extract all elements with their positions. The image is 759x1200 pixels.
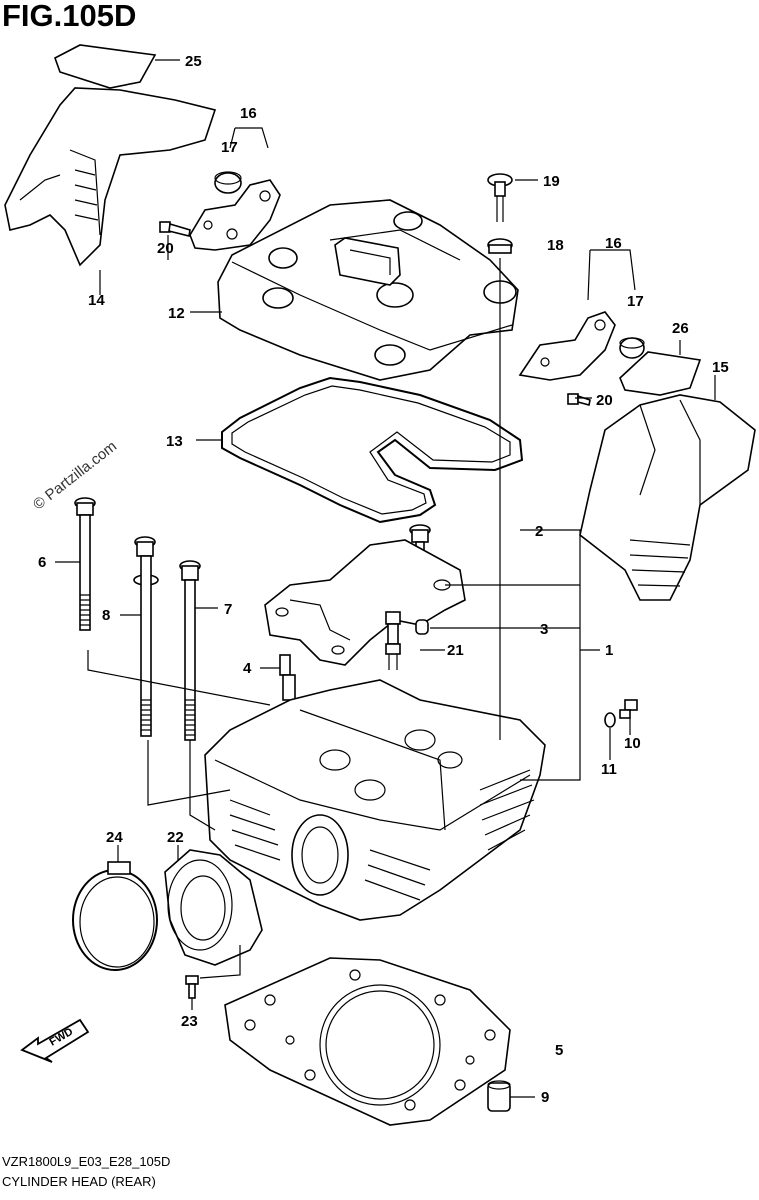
callout-20-left: 20 xyxy=(157,240,174,257)
callout-labels: 25 14 16 17 20 12 13 19 18 16 17 26 15 2… xyxy=(38,53,729,1106)
callout-15: 15 xyxy=(712,359,729,376)
callout-20-right: 20 xyxy=(596,392,613,409)
callout-23: 23 xyxy=(181,1013,198,1030)
part-25-seal-sheet[interactable] xyxy=(54,44,157,89)
callout-8: 8 xyxy=(102,607,110,624)
figure-caption: CYLINDER HEAD (REAR) xyxy=(2,1174,156,1189)
part-9-dowel-pin[interactable] xyxy=(487,1080,511,1112)
part-17-grommet-left[interactable] xyxy=(214,171,242,194)
part-8-bolt[interactable] xyxy=(133,536,159,737)
part-10-bolt[interactable] xyxy=(619,699,638,719)
callout-17-left: 17 xyxy=(221,139,238,156)
cylinder-head-upper-plate xyxy=(264,539,466,666)
callout-25: 25 xyxy=(185,53,202,70)
part-22-intake-pipe[interactable] xyxy=(164,849,263,966)
part-23-screw[interactable] xyxy=(185,975,199,999)
part-4-stud[interactable] xyxy=(279,654,296,701)
callout-4: 4 xyxy=(243,660,252,677)
callout-5: 5 xyxy=(555,1042,563,1059)
part-16-bracket-left[interactable] xyxy=(189,179,281,251)
part-5-cylinder-head-gasket[interactable] xyxy=(224,957,511,1126)
callout-17-right: 17 xyxy=(627,293,644,310)
callout-19: 19 xyxy=(543,173,560,190)
cylinder-head-body xyxy=(204,679,546,921)
part-15-cover[interactable] xyxy=(579,394,756,601)
callout-7: 7 xyxy=(224,601,232,618)
leader-lines xyxy=(55,59,716,1098)
part-24-clamp[interactable] xyxy=(72,861,158,971)
part-6-bolt[interactable] xyxy=(74,497,96,631)
callout-24: 24 xyxy=(106,829,123,846)
callout-16-left: 16 xyxy=(240,105,257,122)
callout-6: 6 xyxy=(38,554,46,571)
part-16-bracket-right[interactable] xyxy=(518,311,616,381)
part-11-washer[interactable] xyxy=(604,712,616,728)
part-12-cylinder-head-cover[interactable] xyxy=(217,199,519,381)
part-13-head-cover-gasket[interactable] xyxy=(221,376,524,524)
part-20-bolt-left[interactable] xyxy=(159,221,191,237)
part-21-spark-plug[interactable] xyxy=(385,611,401,670)
callout-22: 22 xyxy=(167,829,184,846)
callout-9: 9 xyxy=(541,1089,549,1106)
part-18-washer[interactable] xyxy=(487,238,513,254)
part-14-cover[interactable] xyxy=(4,87,217,267)
callout-12: 12 xyxy=(168,305,185,322)
callout-1: 1 xyxy=(605,642,613,659)
fwd-arrow-icon: FWD xyxy=(20,1018,90,1063)
figure-code: VZR1800L9_E03_E28_105D xyxy=(2,1154,171,1169)
callout-10: 10 xyxy=(624,735,641,752)
callout-16-right: 16 xyxy=(605,235,622,252)
part-26-seal-sheet[interactable] xyxy=(619,351,702,396)
callout-11: 11 xyxy=(601,761,617,778)
callout-26: 26 xyxy=(672,320,689,337)
figure-title: FIG.105D xyxy=(2,0,137,33)
part-3-dowel-pin[interactable] xyxy=(415,619,429,635)
callout-3: 3 xyxy=(540,621,548,638)
callout-21: 21 xyxy=(447,642,464,659)
callout-13: 13 xyxy=(166,433,183,450)
callout-18: 18 xyxy=(547,237,564,254)
callout-14: 14 xyxy=(88,292,105,309)
callout-2: 2 xyxy=(535,523,543,540)
part-7-bolt[interactable] xyxy=(179,560,201,741)
part-20-bolt-right[interactable] xyxy=(567,393,591,406)
part-17-grommet-right[interactable] xyxy=(619,337,645,359)
part-19-bolt[interactable] xyxy=(487,173,513,222)
